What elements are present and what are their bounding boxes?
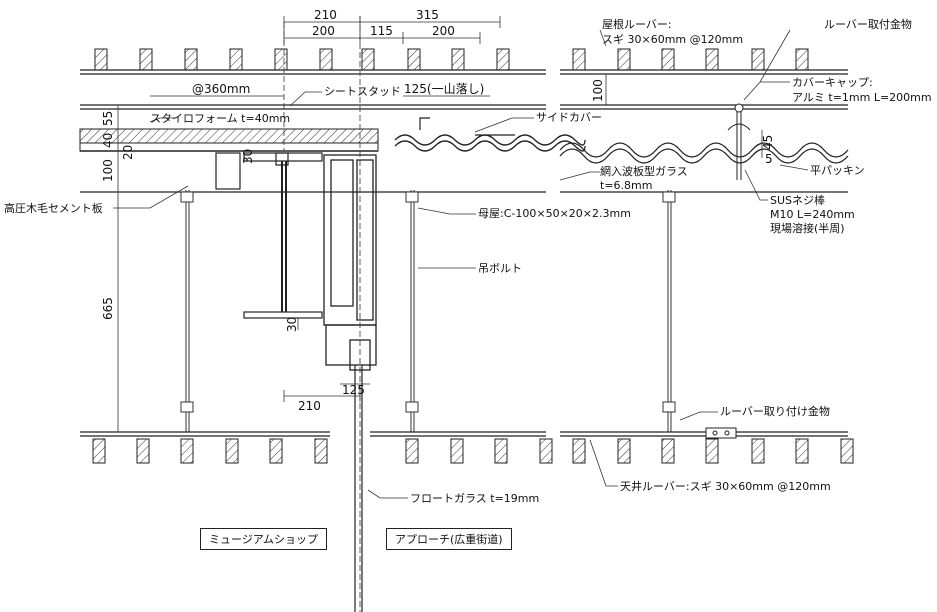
roof-louver-slat (139, 48, 153, 71)
label-styrofoam: スタイロフォーム t=40mm (150, 112, 290, 125)
ceiling-louver-slat (314, 438, 328, 464)
label-roof-louver-2: スギ 30×60mm @120mm (602, 33, 743, 46)
ceiling-louver-slat (494, 438, 508, 464)
label-hanging-bolt: 吊ボルト (478, 262, 522, 275)
dim-bottom-125: 125 (342, 383, 365, 397)
ceiling-louver-center (370, 431, 553, 464)
roof-louver-slat (407, 48, 421, 71)
label-cement-board: 高圧木毛セメント板 (4, 201, 103, 215)
label-sus-2: M10 L=240mm (770, 208, 855, 221)
ceiling-louver-slat (92, 438, 106, 464)
ceiling-louver-right (560, 427, 854, 464)
roof-slab (79, 128, 379, 152)
ceiling-louver-slat (180, 438, 194, 464)
dim-top-210: 210 (314, 8, 337, 22)
dim-right-100: 100 (591, 79, 605, 102)
dim-125-ichiyama: 125(一山落し) (404, 82, 484, 96)
roof-louver-slat (617, 48, 631, 71)
roof-louver-slat (361, 48, 375, 71)
label-float-glass: フロートガラス t=19mm (410, 492, 539, 505)
ceiling-louver-left (80, 431, 330, 464)
roof-louver-slat (229, 48, 243, 71)
roof-louver-slat (319, 48, 333, 71)
dim-top-315: 315 (416, 8, 439, 22)
side-cover (419, 117, 515, 136)
roof-louver-right (560, 48, 848, 75)
dim-top-200a: 200 (312, 24, 335, 38)
ceiling-louver-slat (617, 438, 631, 464)
label-roof-louver-1: 屋根ルーバー: (602, 17, 672, 31)
ceiling-louver-slat (840, 438, 854, 464)
dim-right-5: 5 (765, 152, 773, 166)
dim-v-30b: 30 (285, 317, 299, 332)
dim-top-200b: 200 (432, 24, 455, 38)
roof-louver-slat (94, 48, 108, 71)
ceiling-louver-slat (225, 438, 239, 464)
label-flat-packing: 平パッキン (810, 164, 865, 177)
corrugated-glass-right (559, 142, 849, 164)
roof-louver-slat (496, 48, 510, 71)
room-label-museum-shop: ミュージアムショップ (200, 528, 328, 550)
window-frame (323, 154, 377, 371)
label-wired-glass-1: 網入波板型ガラス (600, 164, 688, 178)
ceiling-louver-slat (705, 438, 719, 464)
ceiling-louver-slat (751, 438, 765, 464)
corrugated-glass-center (394, 134, 586, 152)
ceiling-louver-slat (539, 438, 553, 464)
label-sus-3: 現場溶接(半周) (770, 221, 845, 235)
ceiling-louver-slat (136, 438, 150, 464)
dimension-text: 210 315 200 115 200 @360mm 125(一山落し) 55 … (101, 8, 775, 413)
louver-rail (80, 104, 848, 110)
hanging-bolts (180, 190, 676, 432)
roof-louver-slat (661, 48, 675, 71)
ceiling-louver-slat (795, 438, 809, 464)
label-louver-fitting-bottom: ルーバー取り付け金物 (720, 404, 830, 418)
label-ceiling-louver: 天井ルーバー:スギ 30×60mm @120mm (620, 479, 831, 493)
roof-louver-slat (795, 48, 809, 71)
dim-v-55: 55 (101, 111, 115, 126)
dim-bottom-210: 210 (298, 399, 321, 413)
label-cover-cap-2: アルミ t=1mm L=200mm (792, 91, 932, 104)
roof-louver-slat (184, 48, 198, 71)
roof-louver-slat (751, 48, 765, 71)
steel-beam (215, 152, 323, 319)
ceiling-louver-slat (269, 438, 283, 464)
labels: シートスタッド スタイロフォーム t=40mm 高圧木毛セメント板 サイドカバー… (4, 17, 932, 505)
leader-lines (113, 29, 809, 499)
ceiling-louver-slat (405, 438, 419, 464)
label-sus-1: SUSネジ棒 (770, 193, 825, 207)
dim-v-30a: 30 (241, 149, 255, 164)
label-cover-cap-1: カバーキャップ: (792, 76, 873, 89)
dim-v-40: 40 (101, 133, 115, 148)
ceiling-louver-slat (661, 438, 675, 464)
label-wired-glass-2: t=6.8mm (600, 179, 652, 192)
dim-pitch-360: @360mm (192, 82, 250, 96)
roof-louver-slat (705, 48, 719, 71)
roof-louver-slat (572, 48, 586, 71)
dim-v-20: 20 (121, 145, 135, 160)
room-label-approach: アプローチ(広重街道) (386, 528, 512, 550)
ceiling-louver-slat (450, 438, 464, 464)
dim-top-115: 115 (370, 24, 393, 38)
roof-louver-left (80, 48, 546, 75)
roof-louver-slat (274, 48, 288, 71)
label-louver-fitting-top: ルーバー取付金物 (824, 17, 912, 31)
roof-louver-slat (451, 48, 465, 71)
dim-v-665: 665 (101, 297, 115, 320)
ceiling-louver-slat (572, 438, 586, 464)
label-purlin: 母屋:C-100×50×20×2.3mm (478, 207, 631, 220)
dimension-lines (117, 16, 763, 612)
label-side-cover: サイドカバー (536, 111, 602, 124)
sus-threaded-rod (727, 103, 751, 180)
float-glass (354, 365, 363, 612)
dim-right-45: 45 (761, 135, 775, 150)
dim-v-100: 100 (101, 159, 115, 182)
label-sheet-stud: シートスタッド (324, 85, 401, 98)
